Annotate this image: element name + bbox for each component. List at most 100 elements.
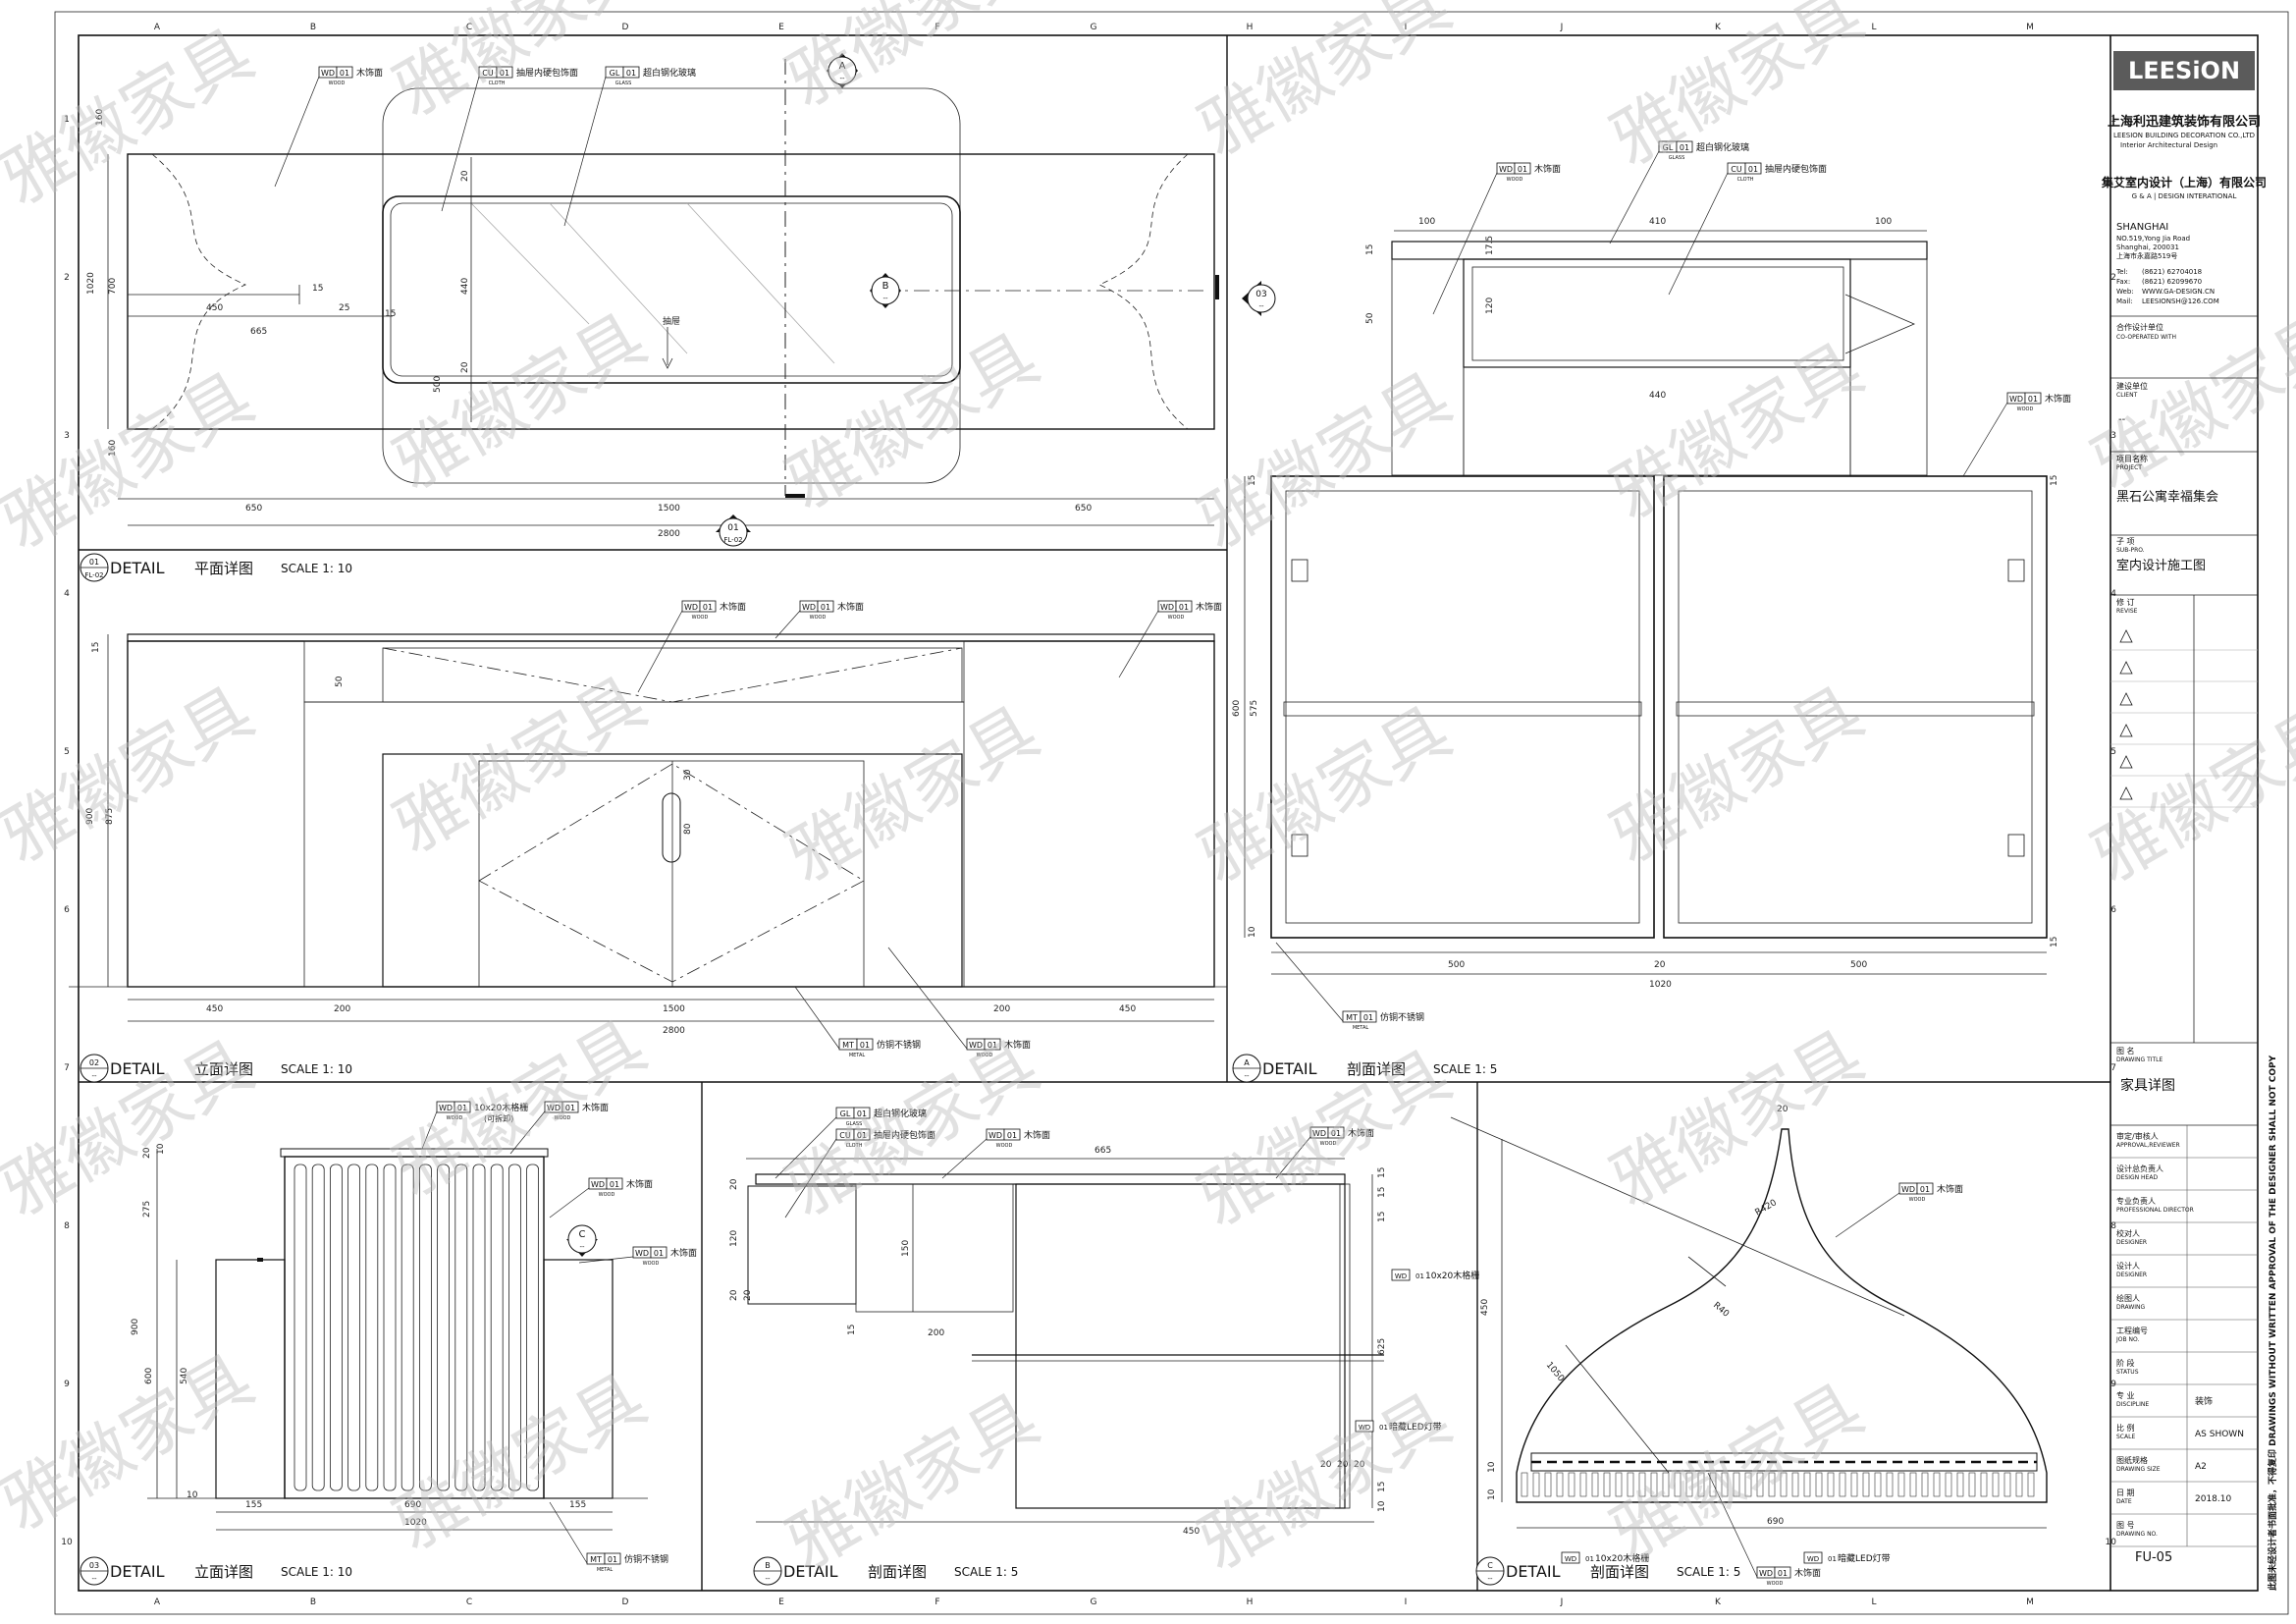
svg-text:剖面详图: 剖面详图: [1590, 1563, 1649, 1581]
svg-text:01: 01: [1179, 603, 1189, 612]
grid-col-bottom-L: L: [1871, 1597, 1876, 1607]
grille-post: [1803, 1472, 1811, 1497]
dim-secB-b: 15: [1377, 1167, 1387, 1178]
grid-col-H: H: [1247, 23, 1254, 32]
svg-text:仿铜不锈钢: 仿铜不锈钢: [1380, 1011, 1424, 1023]
grille-post: [1603, 1472, 1611, 1497]
svg-text:WD: WD: [1565, 1555, 1576, 1563]
grille-post: [1733, 1472, 1740, 1497]
svg-text:剖面详图: 剖面详图: [1347, 1060, 1406, 1078]
svg-text:WOOD: WOOD: [1909, 1197, 1926, 1203]
svg-text:WWW.GA-DESIGN.CN: WWW.GA-DESIGN.CN: [2142, 288, 2215, 296]
svg-text:WOOD: WOOD: [329, 81, 346, 86]
svg-text:抽屉内硬包饰面: 抽屉内硬包饰面: [516, 67, 578, 79]
company-en: LEESION BUILDING DECORATION CO.,LTD: [2113, 132, 2255, 139]
grille-bar: [311, 1164, 325, 1491]
wood-grille-bars: [294, 1164, 539, 1491]
svg-text:01: 01: [860, 1041, 870, 1050]
svg-text:CLOTH: CLOTH: [1737, 177, 1754, 183]
grid-col-bottom-G: G: [1091, 1597, 1097, 1607]
grille-post: [1709, 1472, 1717, 1497]
tb-value-disc: 装饰: [2195, 1395, 2213, 1407]
city: SHANGHAI: [2116, 222, 2168, 233]
svg-text:WD: WD: [1807, 1555, 1819, 1563]
tb-label-en-job: JOB NO.: [2115, 1336, 2139, 1343]
watermark-text: 雅徽家具: [1598, 1015, 1876, 1222]
svg-text:建设单位: 建设单位: [2116, 381, 2148, 391]
grille-post: [1568, 1472, 1575, 1497]
watermark-text: 雅徽家具: [774, 0, 1051, 123]
svg-text:Fax:: Fax:: [2116, 278, 2130, 286]
svg-text:--: --: [91, 1072, 97, 1080]
grille-post: [1544, 1472, 1552, 1497]
tb-label-no: 图 号: [2116, 1521, 2135, 1530]
dim-plan-4: 160: [108, 440, 118, 457]
dim-secC-d: 450: [1480, 1299, 1490, 1316]
grille-post: [1886, 1472, 1894, 1497]
grille-bar: [400, 1164, 414, 1491]
svg-text:SCALE 1: 5: SCALE 1: 5: [1433, 1062, 1497, 1076]
svg-text:木饰面: 木饰面: [1937, 1183, 1963, 1195]
dim-plan-10: 25: [339, 303, 349, 313]
svg-text:SCALE 1: 10: SCALE 1: 10: [281, 1565, 352, 1579]
svg-text:DETAIL: DETAIL: [1506, 1562, 1561, 1581]
dim-elev2-a: 15: [91, 642, 101, 653]
grille-post: [1968, 1472, 1976, 1497]
dim-plan-15: 650: [1075, 504, 1092, 514]
grille-post: [1627, 1472, 1634, 1497]
grid-col-bottom-H: H: [1247, 1597, 1254, 1607]
svg-text:GL: GL: [610, 69, 620, 78]
svg-text:木饰面: 木饰面: [670, 1247, 697, 1259]
grid-col-bottom-E: E: [778, 1597, 784, 1607]
dim-secA-b: 410: [1649, 217, 1666, 227]
tb-label-en-head: DESIGN HEAD: [2116, 1174, 2158, 1181]
dim-plan-13: 650: [245, 504, 262, 514]
svg-text:FL-02: FL-02: [84, 571, 103, 579]
grid-col-G: G: [1091, 23, 1097, 32]
svg-text:WOOD: WOOD: [1767, 1581, 1784, 1587]
svg-text:修 订: 修 订: [2116, 597, 2135, 607]
svg-text:图 名: 图 名: [2116, 1046, 2135, 1056]
dim-plan-12: 15: [385, 309, 396, 319]
svg-text:LEESIONSH@126.COM: LEESIONSH@126.COM: [2142, 298, 2219, 305]
svg-text:WOOD: WOOD: [810, 615, 827, 621]
dim-secA-d: 15: [1365, 244, 1375, 255]
svg-text:WD: WD: [1160, 603, 1174, 612]
subproject-name: 室内设计施工图: [2116, 558, 2206, 573]
dim-elev3-j: 1020: [404, 1518, 427, 1528]
grid-row-right-3: 3: [2110, 431, 2116, 441]
dim-plan-5: 20: [460, 170, 470, 182]
grille-posts: [1521, 1472, 2035, 1497]
svg-text:METAL: METAL: [849, 1053, 866, 1058]
tb-label-status: 阶 段: [2116, 1358, 2135, 1368]
dim-elev2-k: 450: [1119, 1004, 1136, 1014]
grille-post: [2015, 1472, 2023, 1497]
tb-label-size: 图纸规格: [2116, 1455, 2148, 1465]
dim-secB-p: 450: [1183, 1527, 1200, 1537]
svg-text:01: 01: [2028, 395, 2038, 404]
watermark-text: 雅徽家具: [774, 1025, 1051, 1232]
dim-plan-9: 450: [206, 303, 223, 313]
svg-text:抽屉内硬包饰面: 抽屉内硬包饰面: [874, 1129, 935, 1141]
grid-col-E: E: [778, 23, 784, 32]
dim-secB-c: 15: [1377, 1187, 1387, 1198]
grille-post: [1909, 1472, 1917, 1497]
dim-secA-n: 20: [1654, 960, 1666, 970]
svg-text:02: 02: [89, 1058, 99, 1067]
grid-col-bottom-B: B: [310, 1597, 316, 1607]
dim-elev3-f: 540: [180, 1368, 189, 1384]
grid-row-2: 2: [64, 273, 70, 283]
callout-03: 03 --: [1242, 281, 1276, 316]
drawing-number: FU-05: [2135, 1550, 2172, 1565]
watermark-text: 雅徽家具: [0, 1025, 266, 1232]
svg-text:FL-02: FL-02: [723, 536, 742, 544]
dim-secA-f: 120: [1485, 298, 1495, 314]
svg-text:--: --: [1487, 1575, 1493, 1583]
svg-text:01: 01: [1007, 1131, 1017, 1140]
